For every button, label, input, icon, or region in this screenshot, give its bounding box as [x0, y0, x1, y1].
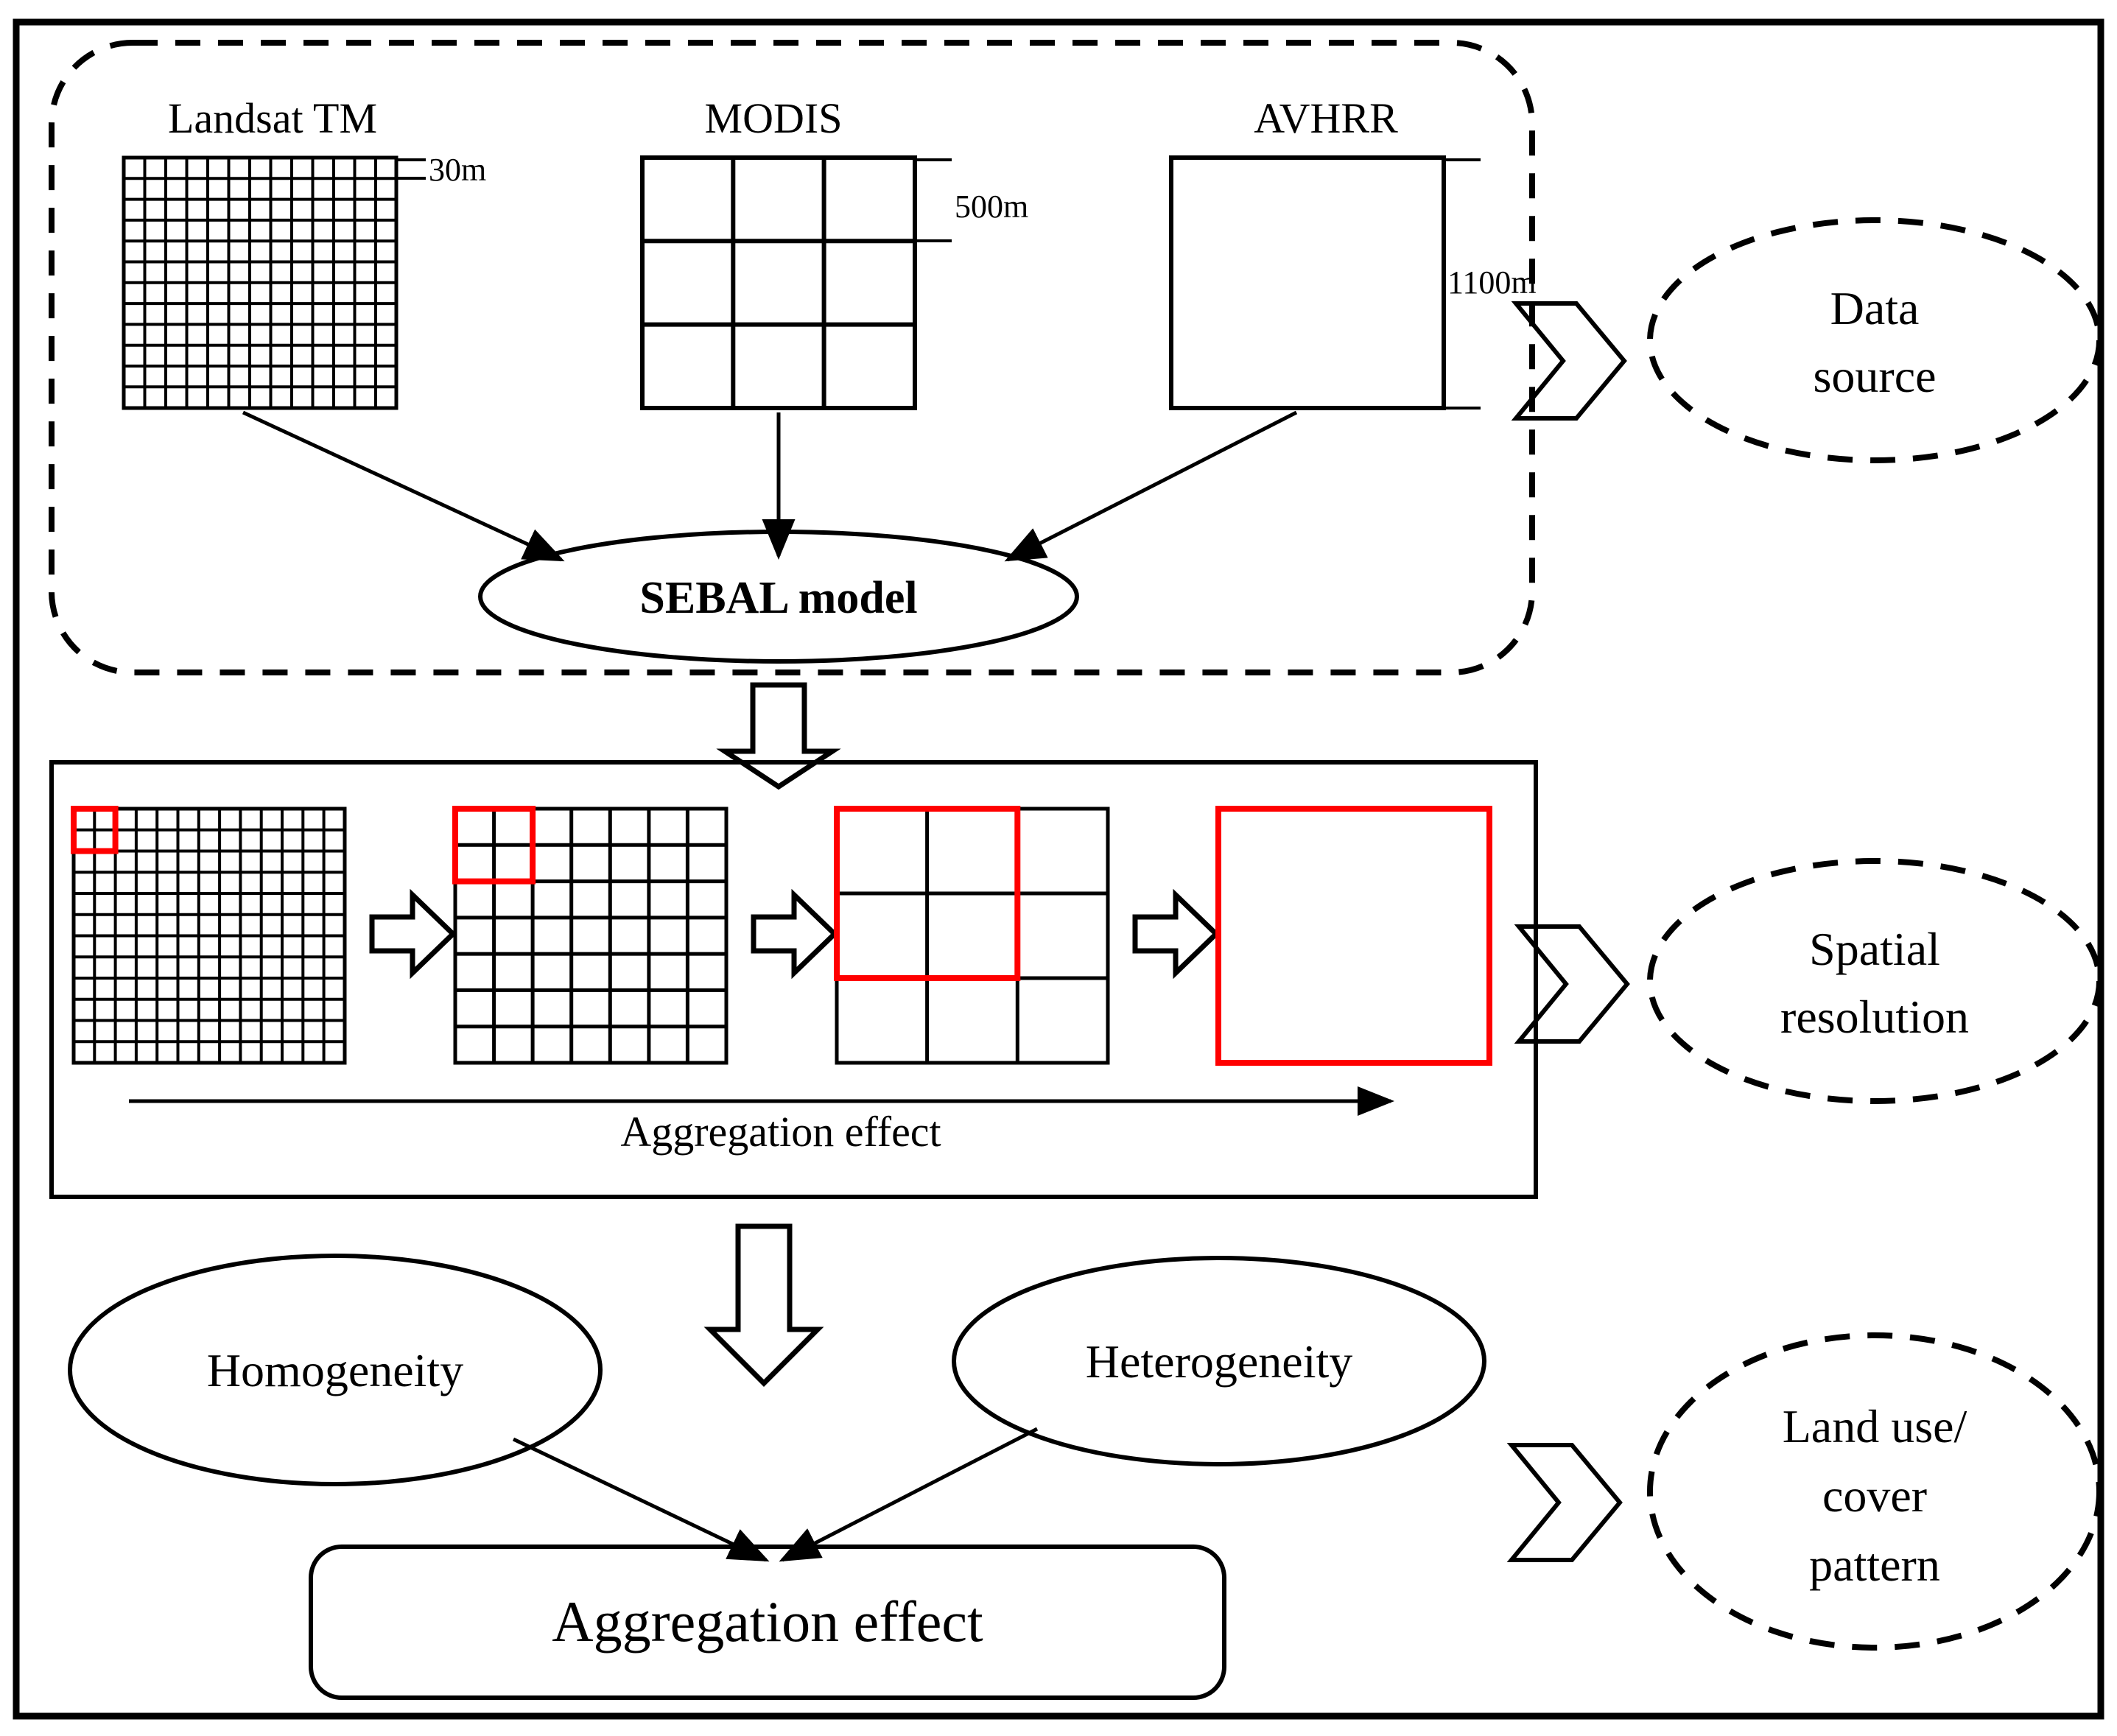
aggregation-stage-grid-3 [834, 806, 1110, 1065]
aggregation-stage-grid-2 [452, 806, 729, 1065]
source-label-modis: MODIS [705, 94, 843, 142]
data-source-container [49, 40, 1535, 675]
source-grid-landsat [122, 155, 399, 410]
outcome-label-land-use-line3: pattern [1809, 1539, 1940, 1591]
block-arrow-down-1 [716, 682, 841, 790]
aggregation-axis-label: Aggregation effect [620, 1108, 941, 1156]
arrow-heterogeneity-to-box [779, 1427, 1039, 1562]
driver-ellipse-heterogeneity [952, 1256, 1486, 1466]
aggregation-highlight-3 [834, 806, 1021, 981]
chevron-icon-spatial-resolution [1514, 924, 1630, 1044]
chevron-icon-land-use [1506, 1443, 1623, 1562]
source-grid-avhrr [1169, 155, 1446, 410]
outcome-label-spatial-resolution-line2: resolution [1780, 991, 1969, 1043]
source-grid-modis [640, 155, 917, 410]
driver-ellipse-homogeneity [68, 1254, 603, 1486]
outcome-label-spatial-resolution-line1: Spatial [1809, 923, 1940, 975]
stage-arrow-2 [751, 888, 839, 980]
resolution-label-avhrr: 1100m [1447, 264, 1537, 301]
stage-arrow-3 [1132, 888, 1221, 980]
arrow-homogeneity-to-box [512, 1437, 770, 1562]
outcome-label-data-source-line2: source [1813, 350, 1936, 402]
aggregation-stage-grid-4 [1215, 806, 1492, 1066]
figure-outer-border [13, 18, 2104, 1720]
aggregation-highlight-1 [71, 806, 119, 854]
sebal-model-label: SEBAL model [639, 573, 917, 623]
source-label-landsat: Landsat TM [168, 94, 377, 142]
arrow-avhrr-to-sebal [1004, 410, 1298, 562]
aggregation-effect-box [309, 1545, 1226, 1700]
spatial-resolution-container [49, 760, 1538, 1199]
block-arrow-down-2 [703, 1223, 824, 1387]
driver-label-heterogeneity: Heterogeneity [1086, 1335, 1353, 1388]
outcome-label-land-use-line2: cover [1822, 1469, 1927, 1522]
aggregation-highlight-2 [452, 806, 536, 885]
driver-label-homogeneity: Homogeneity [207, 1344, 463, 1396]
stage-arrow-1 [369, 888, 457, 980]
outcome-label-data-source-line1: Data [1830, 282, 1920, 334]
outcome-ellipse-land-use [1647, 1332, 2102, 1651]
outcome-ellipse-data-source [1647, 217, 2102, 463]
source-label-avhrr: AVHRR [1254, 94, 1398, 142]
aggregation-highlight-4 [1215, 806, 1492, 1066]
outcome-label-land-use-line1: Land use/ [1783, 1400, 1967, 1452]
resolution-label-modis: 500m [955, 189, 1028, 225]
chevron-icon-data-source [1511, 301, 1627, 421]
outcome-ellipse-spatial-resolution [1647, 858, 2102, 1104]
aggregation-effect-box-label: Aggregation effect [552, 1589, 983, 1654]
aggregation-stage-grid-1 [71, 806, 347, 1065]
resolution-label-landsat: 30m [429, 152, 486, 188]
sebal-model-ellipse [478, 530, 1079, 664]
arrow-landsat-to-sebal [242, 410, 565, 562]
